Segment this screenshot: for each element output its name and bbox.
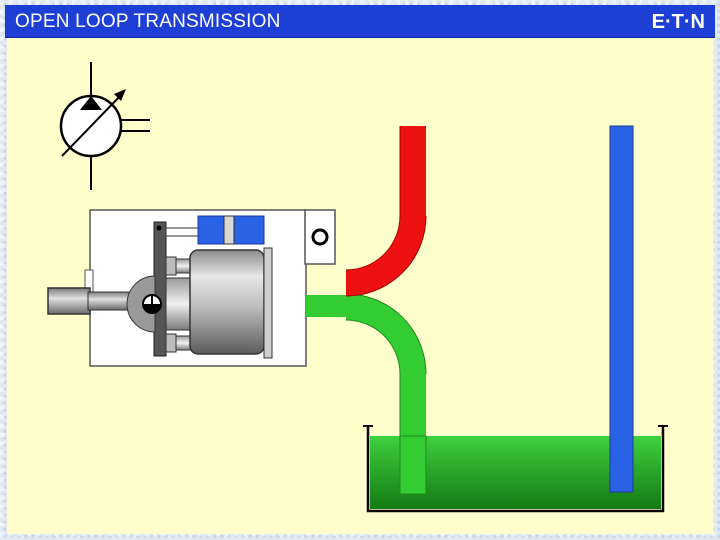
title-bar: OPEN LOOP TRANSMISSION E·T·N: [5, 5, 715, 38]
port-ring-icon: [311, 228, 329, 246]
suction-pipe-submerged: [399, 435, 427, 495]
pump-symbol: [59, 62, 150, 190]
valve-plate: [263, 247, 273, 359]
return-line: [609, 125, 634, 493]
pump-cutaway: [47, 209, 336, 367]
piston-shoe-top: [165, 256, 177, 276]
swash-bearing: [126, 275, 156, 333]
variable-arrow-line: [61, 91, 125, 157]
pressure-elbow: [346, 126, 426, 296]
suction-pipe-horizontal: [306, 295, 348, 317]
cylinder-block: [189, 249, 265, 355]
eaton-logo: E·T·N: [651, 11, 705, 33]
input-shaft: [47, 287, 91, 315]
swashplate: [153, 221, 167, 357]
pump-direction-triangle-icon: [80, 96, 102, 110]
reservoir-tank-outline: [366, 426, 665, 513]
slide-title: OPEN LOOP TRANSMISSION: [15, 11, 281, 32]
pressure-line: [345, 126, 427, 297]
piston-shoe-bottom: [165, 333, 177, 353]
variable-arrow-head-icon: [114, 89, 126, 101]
control-piston: [223, 215, 235, 245]
swashplate-pivot-icon: [156, 225, 162, 231]
